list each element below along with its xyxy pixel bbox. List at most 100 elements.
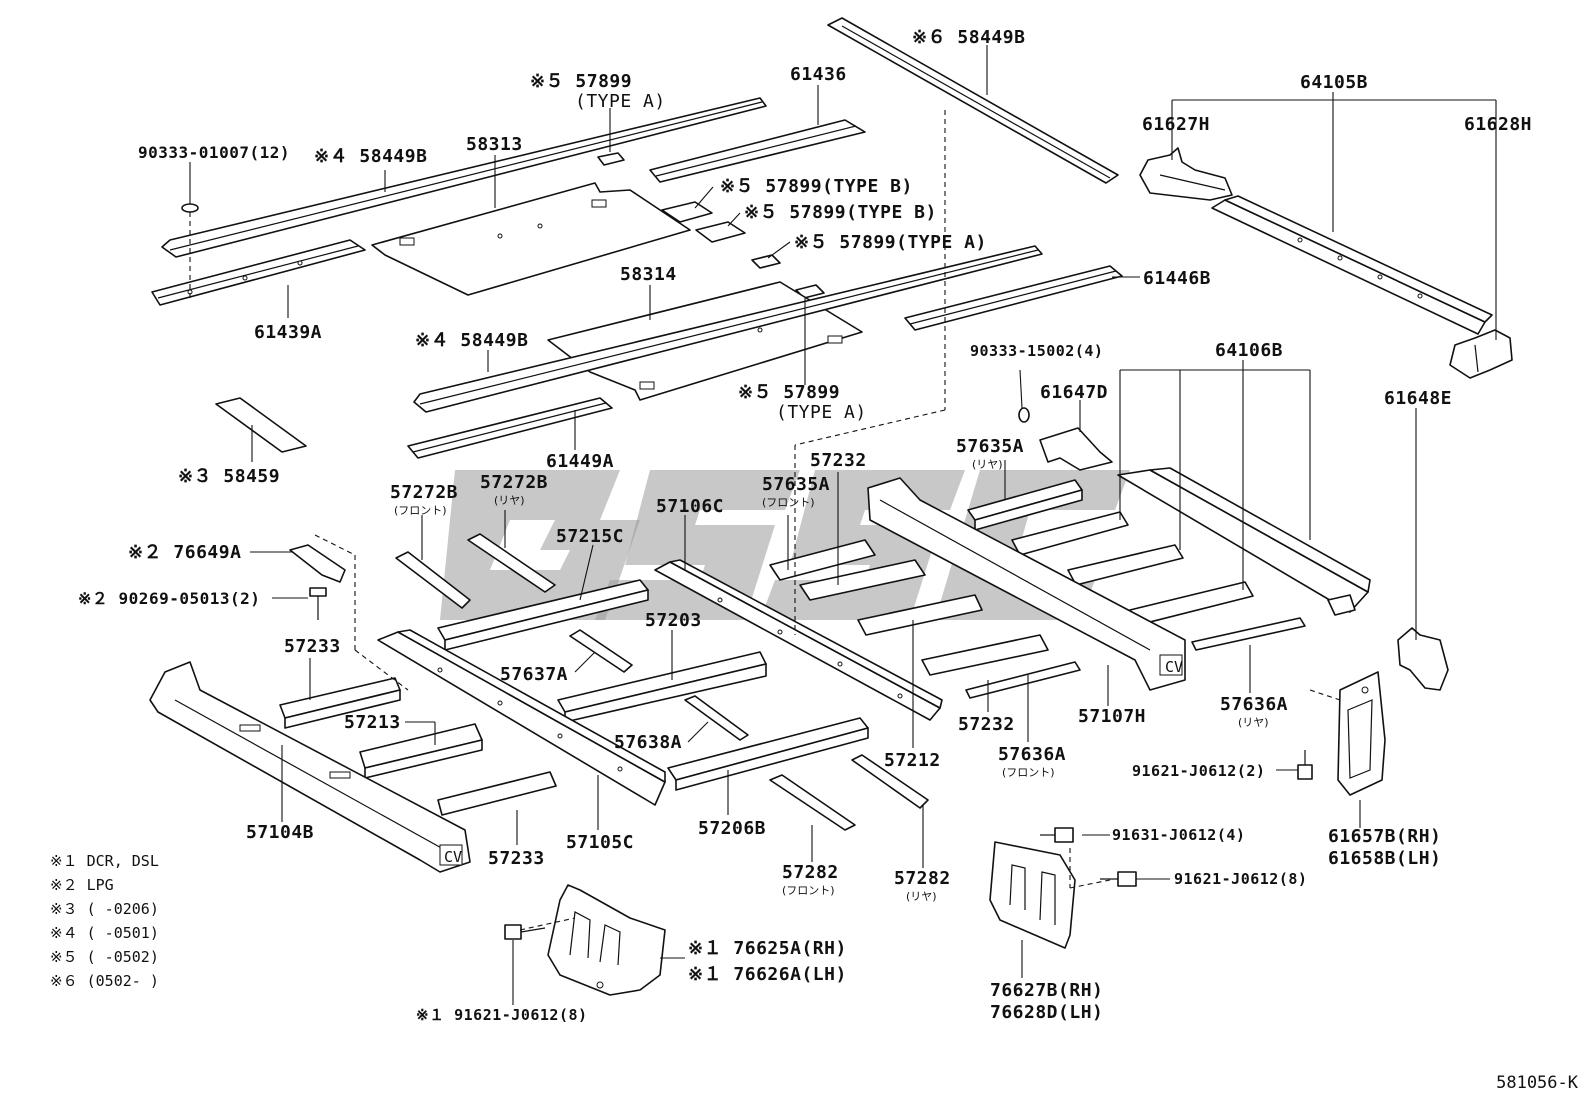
bolt-91621-j0612-8 bbox=[1100, 871, 1137, 887]
label-91621-j0612-8-right: 91621-J0612(8) bbox=[1174, 870, 1307, 888]
label-57899-type-a-3: ※５ 57899 bbox=[738, 382, 840, 403]
label-57272b-rear-sub: (リヤ) bbox=[494, 494, 525, 507]
label-57638a: 57638A bbox=[614, 732, 682, 753]
label-57272b-rear: 57272B bbox=[480, 472, 548, 493]
label-57233-lower: 57233 bbox=[488, 848, 545, 869]
label-90333-15002: 90333-15002(4) bbox=[970, 342, 1103, 360]
label-58314: 58314 bbox=[620, 264, 677, 285]
label-57636a-front-sub: (フロント) bbox=[1002, 766, 1055, 779]
part-61449a bbox=[407, 397, 613, 459]
footnote-6: ※６ (0502- ) bbox=[50, 972, 159, 990]
part-labels: ※６ 58449B 64105B 61627H 61628H ※５ 57899 … bbox=[78, 27, 1532, 1024]
label-61657b: 61657B(RH) bbox=[1328, 826, 1441, 847]
part-61436 bbox=[649, 119, 866, 183]
label-57104b: 57104B bbox=[246, 822, 314, 843]
label-57635a-rear-sub: (リヤ) bbox=[972, 458, 1003, 471]
footnote-3: ※３ ( -0206) bbox=[50, 900, 159, 918]
part-76627b-shield bbox=[989, 841, 1076, 949]
part-crossmembers-center bbox=[857, 594, 1081, 699]
clip-90333-01007 bbox=[181, 203, 199, 213]
bolt-91621-j0612-2 bbox=[1297, 750, 1313, 780]
part-57107h: CV bbox=[867, 477, 1186, 691]
label-57899-type-a-3-sub: (TYPE A) bbox=[776, 402, 867, 423]
part-57282-rear bbox=[851, 754, 929, 809]
label-57206b: 57206B bbox=[698, 818, 766, 839]
label-57203: 57203 bbox=[645, 610, 702, 631]
label-57272b-front: 57272B bbox=[390, 482, 458, 503]
label-58459: ※３ 58459 bbox=[178, 466, 280, 487]
cv-mark-left: CV bbox=[444, 848, 462, 866]
label-58449b-rear: ※６ 58449B bbox=[912, 27, 1025, 48]
part-crossmembers-right bbox=[1011, 511, 1254, 626]
leader-lines bbox=[189, 45, 1497, 1005]
bolt-91621-j0612-left bbox=[504, 924, 546, 940]
part-57635a-front bbox=[769, 539, 926, 601]
part-58459 bbox=[215, 397, 307, 453]
footnote-4: ※４ ( -0501) bbox=[50, 924, 159, 942]
label-57232-lower: 57232 bbox=[958, 714, 1015, 735]
label-64106b: 64106B bbox=[1215, 340, 1283, 361]
part-64105b bbox=[1211, 195, 1493, 335]
label-90333-01007: 90333-01007(12) bbox=[138, 143, 290, 162]
part-58449b-middle bbox=[413, 245, 1043, 413]
clip-90333-15002 bbox=[1018, 407, 1030, 423]
cv-mark-right: CV bbox=[1165, 658, 1183, 676]
label-57899-type-b-1: ※５ 57899(TYPE B) bbox=[720, 176, 913, 197]
label-57635a-front-sub: (フロント) bbox=[762, 496, 815, 509]
label-57636a-rear-sub: (リヤ) bbox=[1238, 716, 1269, 729]
footnote-1: ※１ DCR, DSL bbox=[50, 852, 159, 870]
part-61439a bbox=[151, 239, 366, 306]
label-61627h: 61627H bbox=[1142, 114, 1210, 135]
part-57106c bbox=[654, 559, 943, 721]
label-57106c: 57106C bbox=[656, 496, 724, 517]
label-57282-front: 57282 bbox=[782, 862, 839, 883]
label-57215c: 57215C bbox=[556, 526, 624, 547]
part-57104b: CV bbox=[149, 661, 471, 873]
label-57282-rear-sub: (リヤ) bbox=[906, 890, 937, 903]
part-57637a bbox=[569, 629, 633, 673]
label-57282-rear: 57282 bbox=[894, 868, 951, 889]
label-76627b: 76627B(RH) bbox=[990, 980, 1103, 1001]
label-57272b-front-sub: (フロント) bbox=[394, 504, 447, 517]
part-57282-front bbox=[769, 774, 856, 831]
label-57899-type-a-1: ※５ 57899 bbox=[530, 71, 632, 92]
part-58449b-rear bbox=[827, 17, 1119, 184]
bolt-91631-j0612 bbox=[1040, 827, 1074, 843]
part-57213 bbox=[359, 723, 483, 779]
part-57638a bbox=[684, 695, 749, 741]
label-61446b: 61446B bbox=[1143, 268, 1211, 289]
part-61657b-panel bbox=[1337, 671, 1386, 796]
label-57899-type-a-2: ※５ 57899(TYPE A) bbox=[794, 232, 987, 253]
part-57272b-front bbox=[395, 551, 471, 609]
label-57637a: 57637A bbox=[500, 664, 568, 685]
label-61436: 61436 bbox=[790, 64, 847, 85]
part-76625a-shield bbox=[547, 884, 666, 996]
part-61628h bbox=[1449, 329, 1513, 379]
label-57636a-rear: 57636A bbox=[1220, 694, 1288, 715]
part-76649a bbox=[289, 544, 346, 583]
footnote-5: ※５ ( -0502) bbox=[50, 948, 159, 966]
label-57105c: 57105C bbox=[566, 832, 634, 853]
label-57107h: 57107H bbox=[1078, 706, 1146, 727]
label-61439a: 61439A bbox=[254, 322, 322, 343]
label-61628h: 61628H bbox=[1464, 114, 1532, 135]
label-57899-type-a-1-sub: (TYPE A) bbox=[575, 91, 666, 112]
label-57233-upper: 57233 bbox=[284, 636, 341, 657]
diagram-reference-code: 581056-K bbox=[1496, 1073, 1578, 1093]
label-91631-j0612: 91631-J0612(4) bbox=[1112, 826, 1245, 844]
label-91621-j0612-8-left: ※１ 91621-J0612(8) bbox=[416, 1006, 588, 1024]
label-61648e: 61648E bbox=[1384, 388, 1452, 409]
part-58313 bbox=[371, 182, 691, 296]
part-57635a-rear bbox=[967, 479, 1083, 531]
part-57203 bbox=[557, 651, 767, 723]
label-91621-j0612-2: 91621-J0612(2) bbox=[1132, 762, 1265, 780]
part-57636a-rear bbox=[1191, 617, 1306, 651]
part-61446b bbox=[904, 265, 1123, 331]
part-61648e bbox=[1397, 627, 1449, 691]
label-57282-front-sub: (フロント) bbox=[782, 884, 835, 897]
part-57899-pads bbox=[597, 152, 825, 299]
label-57213: 57213 bbox=[344, 712, 401, 733]
bolt-90269-05013 bbox=[309, 587, 327, 620]
